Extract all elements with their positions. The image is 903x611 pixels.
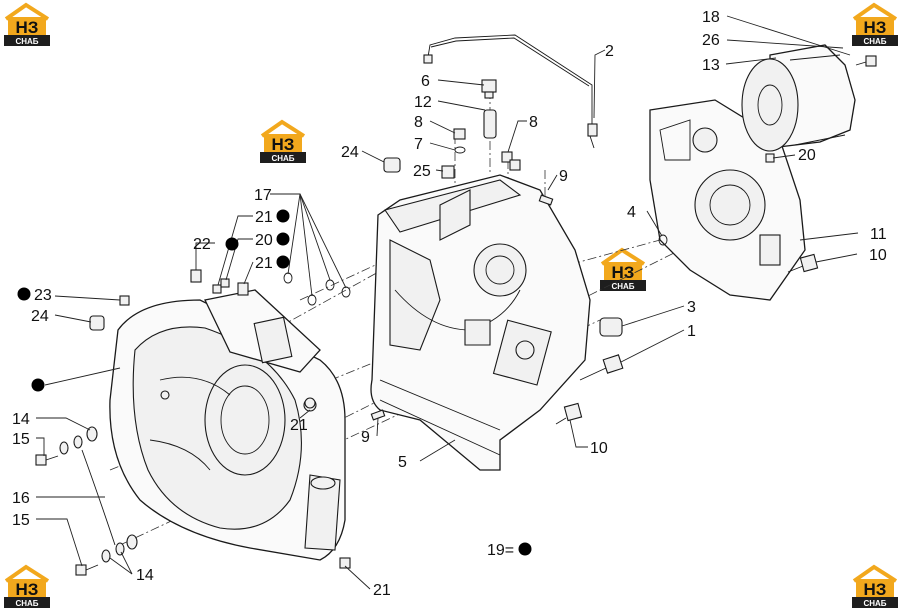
callout-14-top: 14: [12, 411, 30, 428]
callout-21-a: 21: [255, 209, 273, 226]
sleeve-12: [483, 109, 497, 139]
callout-7: 7: [414, 136, 423, 153]
svg-text:НЗ: НЗ: [16, 18, 39, 37]
callout-9-top: 9: [559, 168, 568, 185]
washers-14-bottom: [101, 534, 138, 563]
svg-text:НЗ: НЗ: [612, 263, 635, 282]
brand-logo-bottom-right: НЗ СНАБ: [850, 565, 900, 610]
callout-15-bottom: 15: [12, 512, 30, 529]
pin-9-top: [538, 194, 554, 206]
bolt-18: [855, 55, 877, 67]
svg-text:СНАБ: СНАБ: [15, 37, 38, 46]
callout-26: 26: [702, 32, 720, 49]
oring-4: [658, 234, 668, 246]
callout-18: 18: [702, 9, 720, 26]
svg-text:СНАБ: СНАБ: [611, 282, 634, 291]
brand-logo-center-right: НЗ СНАБ: [598, 248, 648, 293]
bolt-10-center: [555, 402, 583, 425]
svg-text:СНАБ: СНАБ: [863, 599, 886, 608]
callout-labels: 18 26 13 20 2 6 12 8 7 8 24 25 9 4 11 10…: [12, 9, 887, 599]
callout-4: 4: [627, 204, 636, 221]
item-19-dots: [17, 209, 532, 556]
svg-text:НЗ: НЗ: [272, 135, 295, 154]
callout-10-right: 10: [869, 247, 887, 264]
callout-22: 22: [193, 236, 211, 253]
bolt-15-bottom: [75, 564, 99, 576]
callout-21-c: 21: [290, 417, 308, 434]
oil-pipe: [423, 34, 598, 149]
plug-21-center: [304, 397, 316, 409]
pin-9-bottom: [370, 409, 386, 421]
plug-8-right: [501, 151, 521, 171]
plug-24-left: [89, 315, 105, 331]
callout-10-center: 10: [590, 440, 608, 457]
plug-23: [119, 295, 130, 306]
callout-20-right: 20: [798, 147, 816, 164]
plug-20-right: [765, 153, 775, 163]
callout-5: 5: [398, 454, 407, 471]
callout-25: 25: [413, 163, 431, 180]
callout-2: 2: [605, 43, 614, 60]
plug-6: [481, 79, 497, 99]
callout-14-bottom: 14: [136, 567, 154, 584]
transmission-case-center: [370, 174, 591, 471]
plug-3: [599, 317, 623, 337]
callout-6: 6: [421, 73, 430, 90]
leader-lines: [36, 15, 859, 590]
pump-cylinder: [741, 44, 856, 152]
callout-24-top: 24: [341, 144, 359, 161]
svg-text:СНАБ: СНАБ: [271, 154, 294, 163]
callout-17: 17: [254, 187, 272, 204]
clutch-housing-left: [109, 289, 346, 561]
callout-1: 1: [687, 323, 696, 340]
hose-16: [81, 449, 116, 546]
svg-text:НЗ: НЗ: [864, 18, 887, 37]
callout-13: 13: [702, 57, 720, 74]
bolt-10-right: [787, 253, 819, 273]
callout-21-b: 21: [255, 255, 273, 272]
plugs-21-20-22: [190, 269, 249, 296]
plug-25: [441, 165, 455, 179]
callout-23: 23: [34, 287, 52, 304]
bolt-15-top: [35, 454, 59, 466]
callout-21-d: 21: [373, 582, 391, 599]
plug-21-bottom: [339, 557, 351, 569]
callout-8-right: 8: [529, 114, 538, 131]
orings-17: [283, 272, 351, 306]
callout-12: 12: [414, 94, 432, 111]
callout-8-left: 8: [414, 114, 423, 131]
callout-15-top: 15: [12, 431, 30, 448]
plug-24-top: [383, 157, 401, 173]
washers-14-top: [59, 426, 98, 455]
brand-logo-bottom-left: НЗ СНАБ: [2, 565, 52, 610]
washer-7: [454, 146, 466, 154]
callout-24-left: 24: [31, 308, 49, 325]
callout-16: 16: [12, 490, 30, 507]
svg-text:НЗ: НЗ: [864, 580, 887, 599]
svg-text:СНАБ: СНАБ: [863, 37, 886, 46]
svg-text:НЗ: НЗ: [16, 580, 39, 599]
callout-3: 3: [687, 299, 696, 316]
callout-9-bottom: 9: [361, 429, 370, 446]
legend-note: 19=: [487, 542, 514, 559]
plug-8-left: [453, 128, 466, 140]
callout-11: 11: [870, 226, 887, 243]
brand-logo-top-right: НЗ СНАБ: [850, 3, 900, 48]
svg-text:СНАБ: СНАБ: [15, 599, 38, 608]
brand-logo-center-left: НЗ СНАБ: [258, 120, 308, 165]
bolt-1: [579, 354, 624, 381]
brand-logo-top-left: НЗ СНАБ: [2, 3, 52, 48]
callout-20-left: 20: [255, 232, 273, 249]
